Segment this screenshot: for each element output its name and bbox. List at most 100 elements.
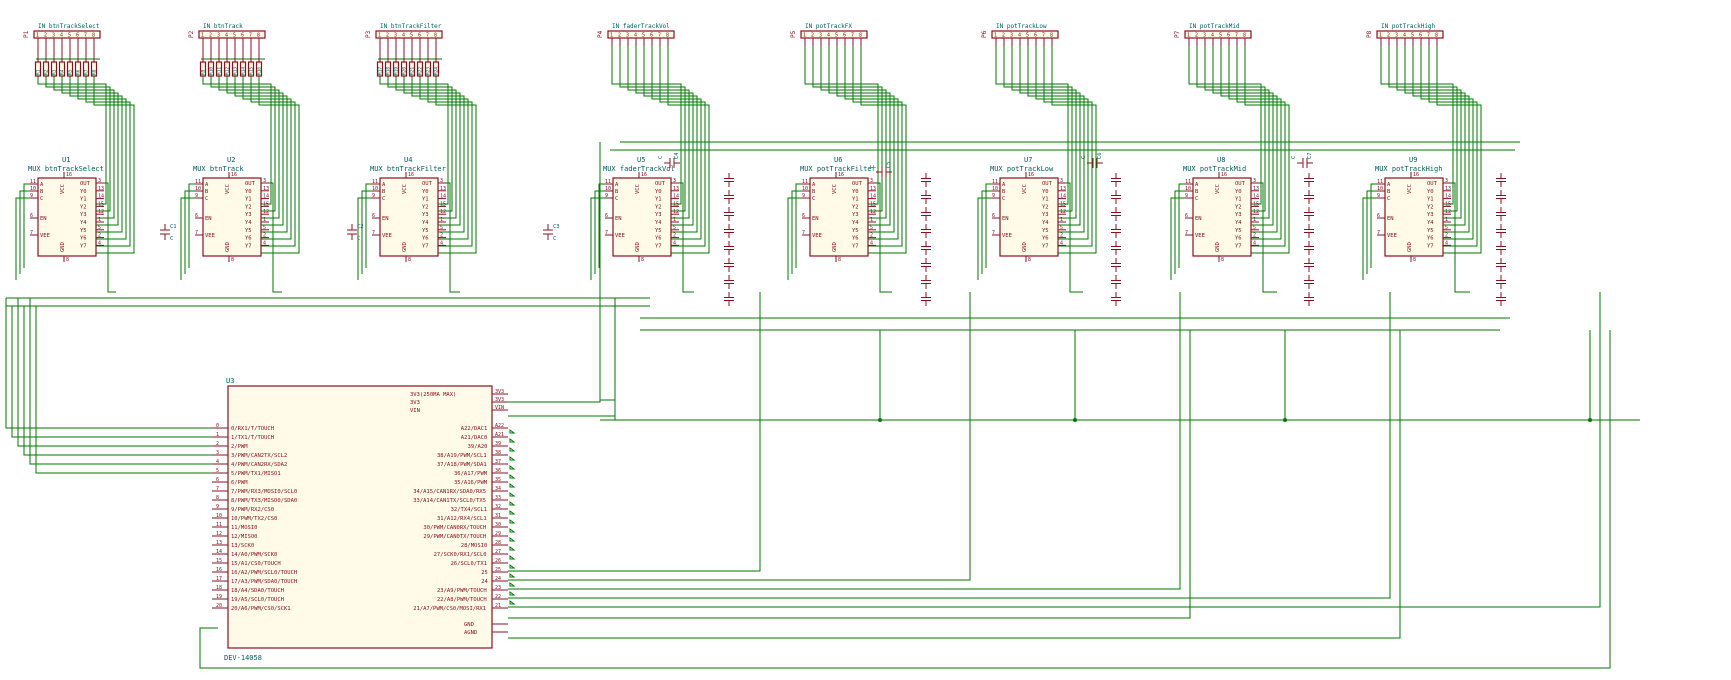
mcu-pin-number: 4 — [216, 459, 219, 465]
bus-wire — [1412, 46, 1470, 233]
mux-name: MUX potTrackLow — [990, 165, 1054, 173]
return-wire — [199, 330, 1611, 669]
mcu-pin-label: 17/A3/PWM/SDA0/TOUCH — [231, 579, 297, 585]
connector-pin-number: 1 — [1187, 33, 1190, 39]
mux-pin-number: 5 — [1253, 225, 1256, 231]
mcu-pin-label: 33/A14/CAN1TX/SCL0/TX5 — [413, 498, 486, 504]
mux-pin-number: 7 — [802, 230, 805, 236]
mux-pin-label: VCC — [1215, 184, 1221, 194]
mux-pin-label: Y7 — [655, 243, 662, 249]
mux-pin-number: 4 — [1445, 240, 1448, 246]
mux-body — [1192, 177, 1252, 257]
mux-pin-number: 15 — [98, 201, 104, 207]
bus-wire — [1228, 46, 1282, 240]
connector-pin-number: 2 — [44, 33, 47, 39]
mux-ref: U1 — [62, 156, 70, 164]
bus-wire — [379, 76, 449, 205]
mcu-pin-label: 21/A7/PWM/CS0/MOSI/RX1 — [413, 606, 486, 612]
mux-pin-label: OUT — [655, 181, 666, 187]
ground-symbol — [509, 591, 516, 596]
filter-capacitor — [1111, 258, 1121, 272]
mcu-pin-number: 29 — [495, 531, 501, 537]
bus-wire — [619, 46, 686, 212]
mux-pin-label: EN — [1195, 216, 1202, 222]
ground-symbol — [509, 528, 516, 533]
mux-pin-number: 12 — [440, 209, 446, 215]
select-wire — [985, 183, 992, 268]
mux-pin-label: Y1 — [1042, 197, 1049, 203]
mcu-pin-number: 38 — [495, 450, 501, 456]
mcu-pin-label: 26/SCL0/TX1 — [451, 561, 487, 567]
mcu-pin-number: 20 — [216, 603, 222, 609]
bus-wire — [435, 76, 477, 254]
mux-pin-label: Y0 — [1235, 189, 1242, 195]
mux-pin-number: 1 — [1060, 217, 1063, 223]
resistor-body — [42, 61, 50, 77]
connector-pin-number: 4 — [634, 33, 637, 39]
mux-pin-number: 10 — [1185, 186, 1191, 192]
mux-pin-number: 11 — [802, 179, 808, 185]
mux-name: MUX btnTrackFilter — [370, 165, 446, 173]
mux-pin-label: C — [40, 196, 43, 202]
bus-wire — [611, 46, 682, 205]
filter-capacitor — [1304, 292, 1314, 306]
mux-pin-number: 12 — [1253, 209, 1259, 215]
filter-capacitor — [921, 292, 931, 306]
mux-pin-number: 13 — [263, 186, 269, 192]
mcu-pin-number: 1 — [216, 432, 219, 438]
connector-pin-number: 5 — [1411, 33, 1414, 39]
mux-pin-number: 3 — [1060, 178, 1063, 184]
filter-capacitor — [1111, 207, 1121, 221]
mux-pin-label: Y3 — [422, 212, 429, 218]
connector-pin-number: 1 — [994, 33, 997, 39]
mcu-pin-number: 26 — [495, 558, 501, 564]
ground-symbol — [509, 492, 516, 497]
mux-pin-label: EN — [205, 216, 212, 222]
mux-pin-number: 14 — [1253, 194, 1259, 200]
mux-pin-label: Y1 — [1427, 197, 1434, 203]
mcu-digital-wire — [17, 298, 212, 447]
mcu-pin-label: 13/SCK0 — [231, 543, 254, 549]
mux-pin-number: 7 — [1185, 230, 1188, 236]
mux-pin-number: 10 — [1377, 186, 1383, 192]
mux-pin-label: VCC — [1407, 184, 1413, 194]
mux-pin-label: Y7 — [1042, 243, 1049, 249]
mcu-pin-label: 27/SCK0/RX1/SCL0 — [434, 552, 487, 558]
mux-pin-label: C — [1195, 196, 1198, 202]
mux-pin-label: Y5 — [1427, 228, 1434, 234]
filter-capacitor — [724, 241, 734, 255]
mux-pin-label: Y6 — [245, 236, 252, 242]
mux-pin-number: 6 — [1377, 213, 1380, 219]
mux-pin-number: 9 — [1377, 193, 1380, 199]
mux-pin-label: VEE — [1387, 233, 1397, 239]
resistor-ref: R14 — [241, 67, 247, 75]
connector-pin-number: 1 — [378, 33, 381, 39]
select-wire — [598, 183, 605, 268]
mux-pin-number: 16 — [641, 172, 647, 178]
filter-capacitor — [921, 275, 931, 289]
connector-body — [991, 30, 1059, 39]
resistor-body — [376, 61, 384, 77]
mcu-pin-label: 3V3(250MA MAX) — [410, 392, 456, 398]
mux-pin-label: Y3 — [1235, 212, 1242, 218]
ground-symbol — [509, 501, 516, 506]
mcu-pin-number: 31 — [495, 513, 501, 519]
mux-pin-label: Y5 — [245, 228, 252, 234]
mux-pin-number: 9 — [1185, 193, 1188, 199]
bus-wire — [1404, 46, 1466, 226]
mux-pin-label: VCC — [402, 184, 408, 194]
mux-out-wire — [679, 182, 694, 293]
mux-pin-number: 15 — [1060, 201, 1066, 207]
mux-pin-number: 3 — [1253, 178, 1256, 184]
mux-body — [1384, 177, 1444, 257]
ground-symbol — [509, 447, 516, 452]
bus-wire — [828, 46, 891, 226]
connector-ref: P7 — [1174, 30, 1181, 38]
connector-name: IN potTrackFX — [805, 23, 852, 30]
mux-pin-number: 11 — [992, 179, 998, 185]
filter-capacitor — [921, 241, 931, 255]
mux-pin-label: Y2 — [1427, 204, 1434, 210]
filter-capacitor — [1496, 207, 1506, 221]
